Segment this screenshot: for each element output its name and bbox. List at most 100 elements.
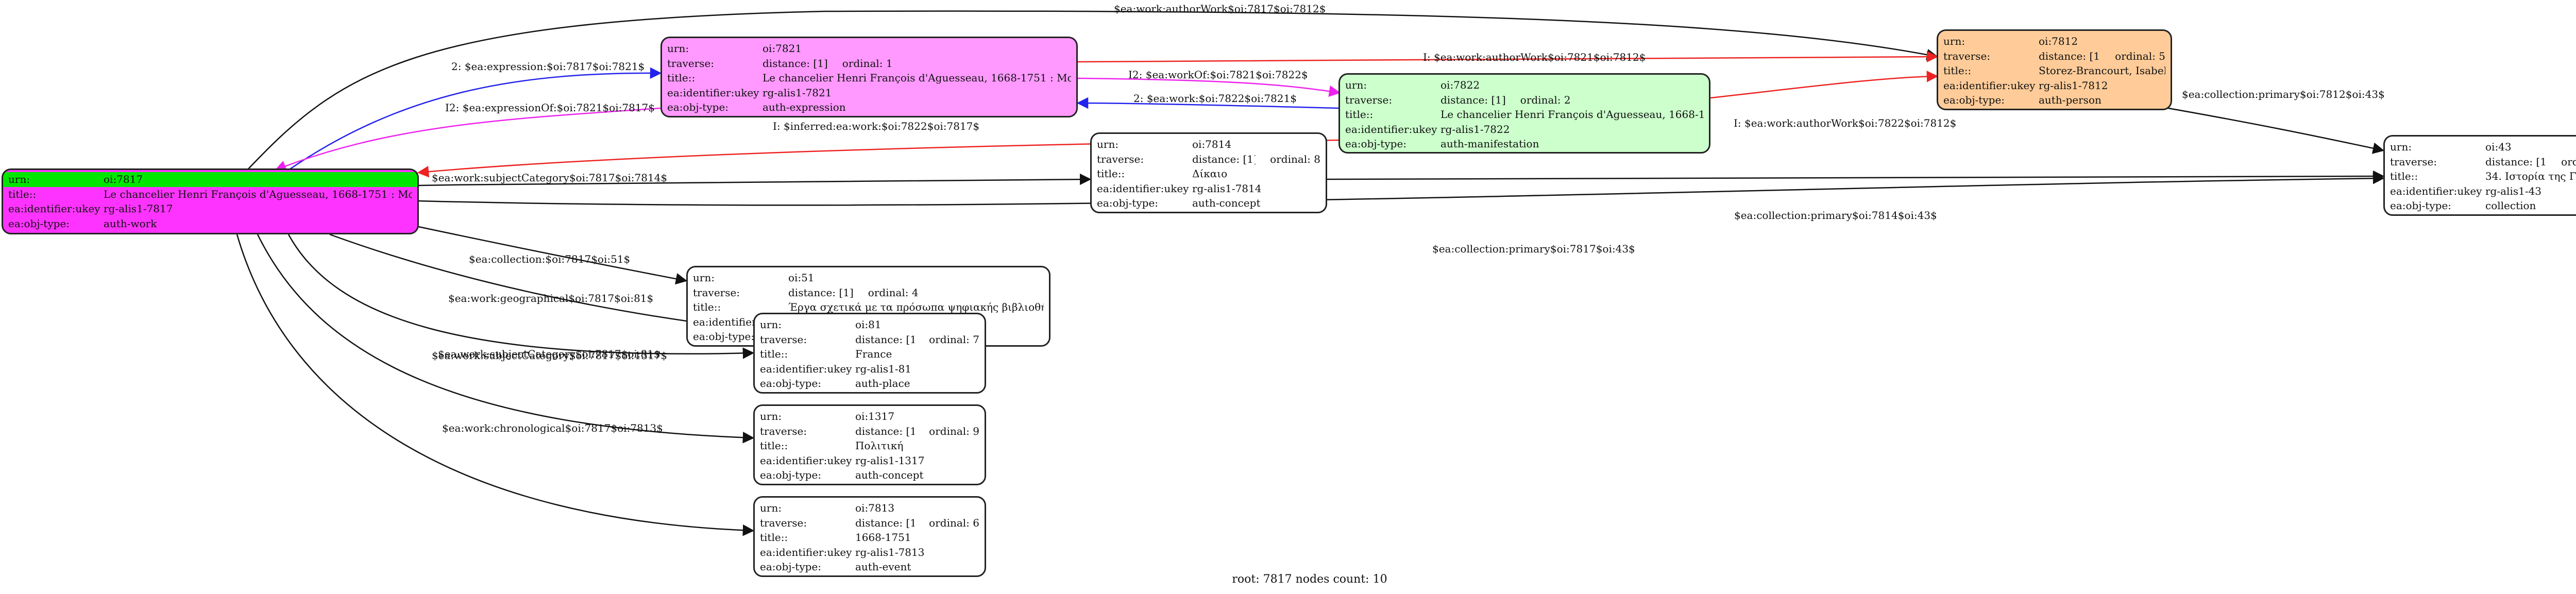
edge-subject-81 [287,234,755,359]
field-label-identifier: ea:identifier:ukey [760,546,852,558]
node-ordinal: ordinal: 3 [2561,155,2576,168]
edge-label-geo-81: $ea:work:geographical$oi:7817$oi:81$ [448,292,653,304]
node-distance: distance: [1] [1440,93,1506,106]
edge-collection-root [418,173,2385,206]
field-label-urn: urn: [760,318,782,331]
node-identifier: rg-alis1-7822 [1440,123,1510,135]
node-ordinal: ordinal: 7 [929,333,979,346]
edge-label-collection-7814: $ea:collection:primary$oi:7814$oi:43$ [1734,209,1937,222]
field-label-identifier: ea:identifier:ukey [760,362,852,375]
node-identifier: rg-alis1-7813 [855,546,925,558]
node-7814[interactable]: urn:oi:7814 traverse:distance: [1]ordina… [1090,132,1327,213]
edge-subject-1317 [257,234,755,444]
node-distance: distance: [1] [762,57,828,70]
field-label-objtype: ea:obj-type: [760,469,822,481]
node-title: Έργα σχετικά με τα πρόσωπα ψηφιακής βιβλ… [788,301,1044,313]
edge-label-workof: I2: $ea:workOf:$oi:7821$oi:7822$ [1128,69,1308,81]
field-label-traverse: traverse: [693,286,740,299]
node-urn: oi:7817 [104,173,143,185]
node-objtype: collection [2485,199,2536,212]
node-distance: distance: [1] [855,516,915,529]
field-label-identifier: ea:identifier:ukey [1345,123,1437,135]
field-label-title: title:: [2390,170,2418,182]
node-1317[interactable]: urn:oi:1317 traverse:distance: [1]ordina… [753,404,986,485]
field-label-identifier: ea:identifier:ukey [667,86,759,99]
node-ordinal: ordinal: 9 [929,425,979,437]
field-label-objtype: ea:obj-type: [693,330,755,343]
node-ordinal: ordinal: 6 [929,516,979,529]
node-objtype: auth-work [104,217,157,230]
field-label-traverse: traverse: [1345,93,1393,106]
edge-label-expressionof: I2: $ea:expressionOf:$oi:7821$oi:7817$ [445,101,655,114]
field-label-objtype: ea:obj-type: [8,217,70,230]
node-ordinal: ordinal: 5 [2115,49,2165,62]
field-label-title: title:: [8,188,37,200]
field-label-objtype: ea:obj-type: [2390,199,2452,212]
node-title: Δίκαιο [1192,167,1228,180]
field-label-title: title:: [693,301,721,313]
node-distance: distance: [1] [2039,49,2101,62]
field-label-identifier: ea:identifier:ukey [8,202,100,215]
node-identifier: rg-alis1-7812 [2039,79,2108,92]
edge-label-work: 2: $ea:work:$oi:7822$oi:7821$ [1133,92,1297,105]
node-urn: oi:7813 [855,502,895,514]
field-label-urn: urn: [1943,35,1965,47]
node-objtype: auth-concept [1192,197,1261,209]
edge-label-subject-7814: $ea:work:subjectCategory$oi:7817$oi:7814… [432,172,667,184]
field-label-traverse: traverse: [760,516,807,529]
field-label-identifier: ea:identifier:ukey [2390,184,2482,197]
node-objtype-row: ea:obj-type: auth-work [8,216,412,231]
node-objtype: auth-manifestation [1440,138,1539,150]
node-51[interactable]: urn:oi:51 traverse:distance: [1]ordinal:… [686,266,1050,347]
node-7813[interactable]: urn:oi:7813 traverse:distance: [1]ordina… [753,496,986,577]
node-distance: distance: [1] [855,425,915,437]
node-7812[interactable]: urn:oi:7812 traverse:distance: [1]ordina… [1937,29,2172,110]
field-label-objtype: ea:obj-type: [760,561,822,573]
field-label-identifier: ea:identifier:ukey [760,454,852,467]
node-urn: oi:51 [788,271,815,284]
field-label-traverse: traverse: [760,333,807,346]
edge-label-subject-1317: $ea:work:subjectCategory$oi:7817$oi:1317… [432,349,667,362]
field-label-traverse: traverse: [667,57,715,70]
edge-author-manif [1710,71,1939,99]
edge-label-collection-51: $ea:collection:$oi:7817$oi:51$ [469,253,630,265]
node-identifier: rg-alis1-43 [2485,184,2542,197]
node-7817[interactable]: urn:oi:7817 title::Le chancelier Henri F… [2,168,419,234]
edge-label-inferred: I: $inferred:ea:work:$oi:7822$oi:7817$ [773,120,979,132]
node-identifier: rg-alis1-7814 [1192,182,1262,195]
node-objtype: auth-person [2039,94,2102,106]
node-title: 34. Ιστορία της Γαλλίας [2485,170,2576,182]
field-label-traverse: traverse: [2390,155,2437,168]
node-distance: distance: [1] [1192,152,1256,165]
edge-expression [288,67,662,171]
edge-author-root [247,10,1939,171]
node-title: Πολιτική [855,439,904,452]
field-label-title: title:: [667,72,696,84]
node-identifier: rg-alis1-7817 [104,202,173,215]
node-title: Le chancelier Henri François d'Aguesseau… [104,188,412,200]
field-label-traverse: traverse: [760,425,807,437]
node-title: Storez-Brancourt, Isabelle [2039,64,2165,77]
node-urn: oi:81 [855,318,882,331]
node-urn: oi:7812 [2039,35,2078,47]
field-label-traverse: traverse: [1097,152,1144,165]
edge-label-subject-81: $ea:work:subjectCategory$oi:7817$oi:81$ [438,348,660,360]
field-label-urn: urn: [1345,79,1367,91]
edge-chrono-7813 [236,234,755,536]
edge-label-expression: 2: $ea:expression:$oi:7817$oi:7821$ [451,60,645,73]
field-label-urn: urn: [693,271,715,284]
field-label-objtype: ea:obj-type: [760,377,822,389]
node-identifier-row: ea:identifier:ukey rg-alis1-7817 [8,201,412,216]
node-urn: oi:7821 [762,42,802,55]
node-identifier: rg-alis1-1317 [855,454,925,467]
node-43[interactable]: urn:oi:43 traverse:distance: [1]ordinal:… [2383,135,2576,216]
node-title-row: title::Le chancelier Henri François d'Ag… [8,187,412,202]
edge-label-collection-root: $ea:collection:primary$oi:7817$oi:43$ [1432,243,1635,255]
node-title: Le chancelier Henri François d'Aguesseau… [1440,108,1704,121]
node-7822[interactable]: urn:oi:7822 traverse:distance: [1]ordina… [1338,73,1710,154]
node-7821[interactable]: urn:oi:7821 traverse:distance: [1]ordina… [660,37,1078,117]
node-81[interactable]: urn:oi:81 traverse:distance: [1]ordinal:… [753,313,986,394]
field-label-objtype: ea:obj-type: [667,101,729,113]
field-label-urn: urn: [2390,141,2412,153]
node-objtype: auth-event [855,561,911,573]
